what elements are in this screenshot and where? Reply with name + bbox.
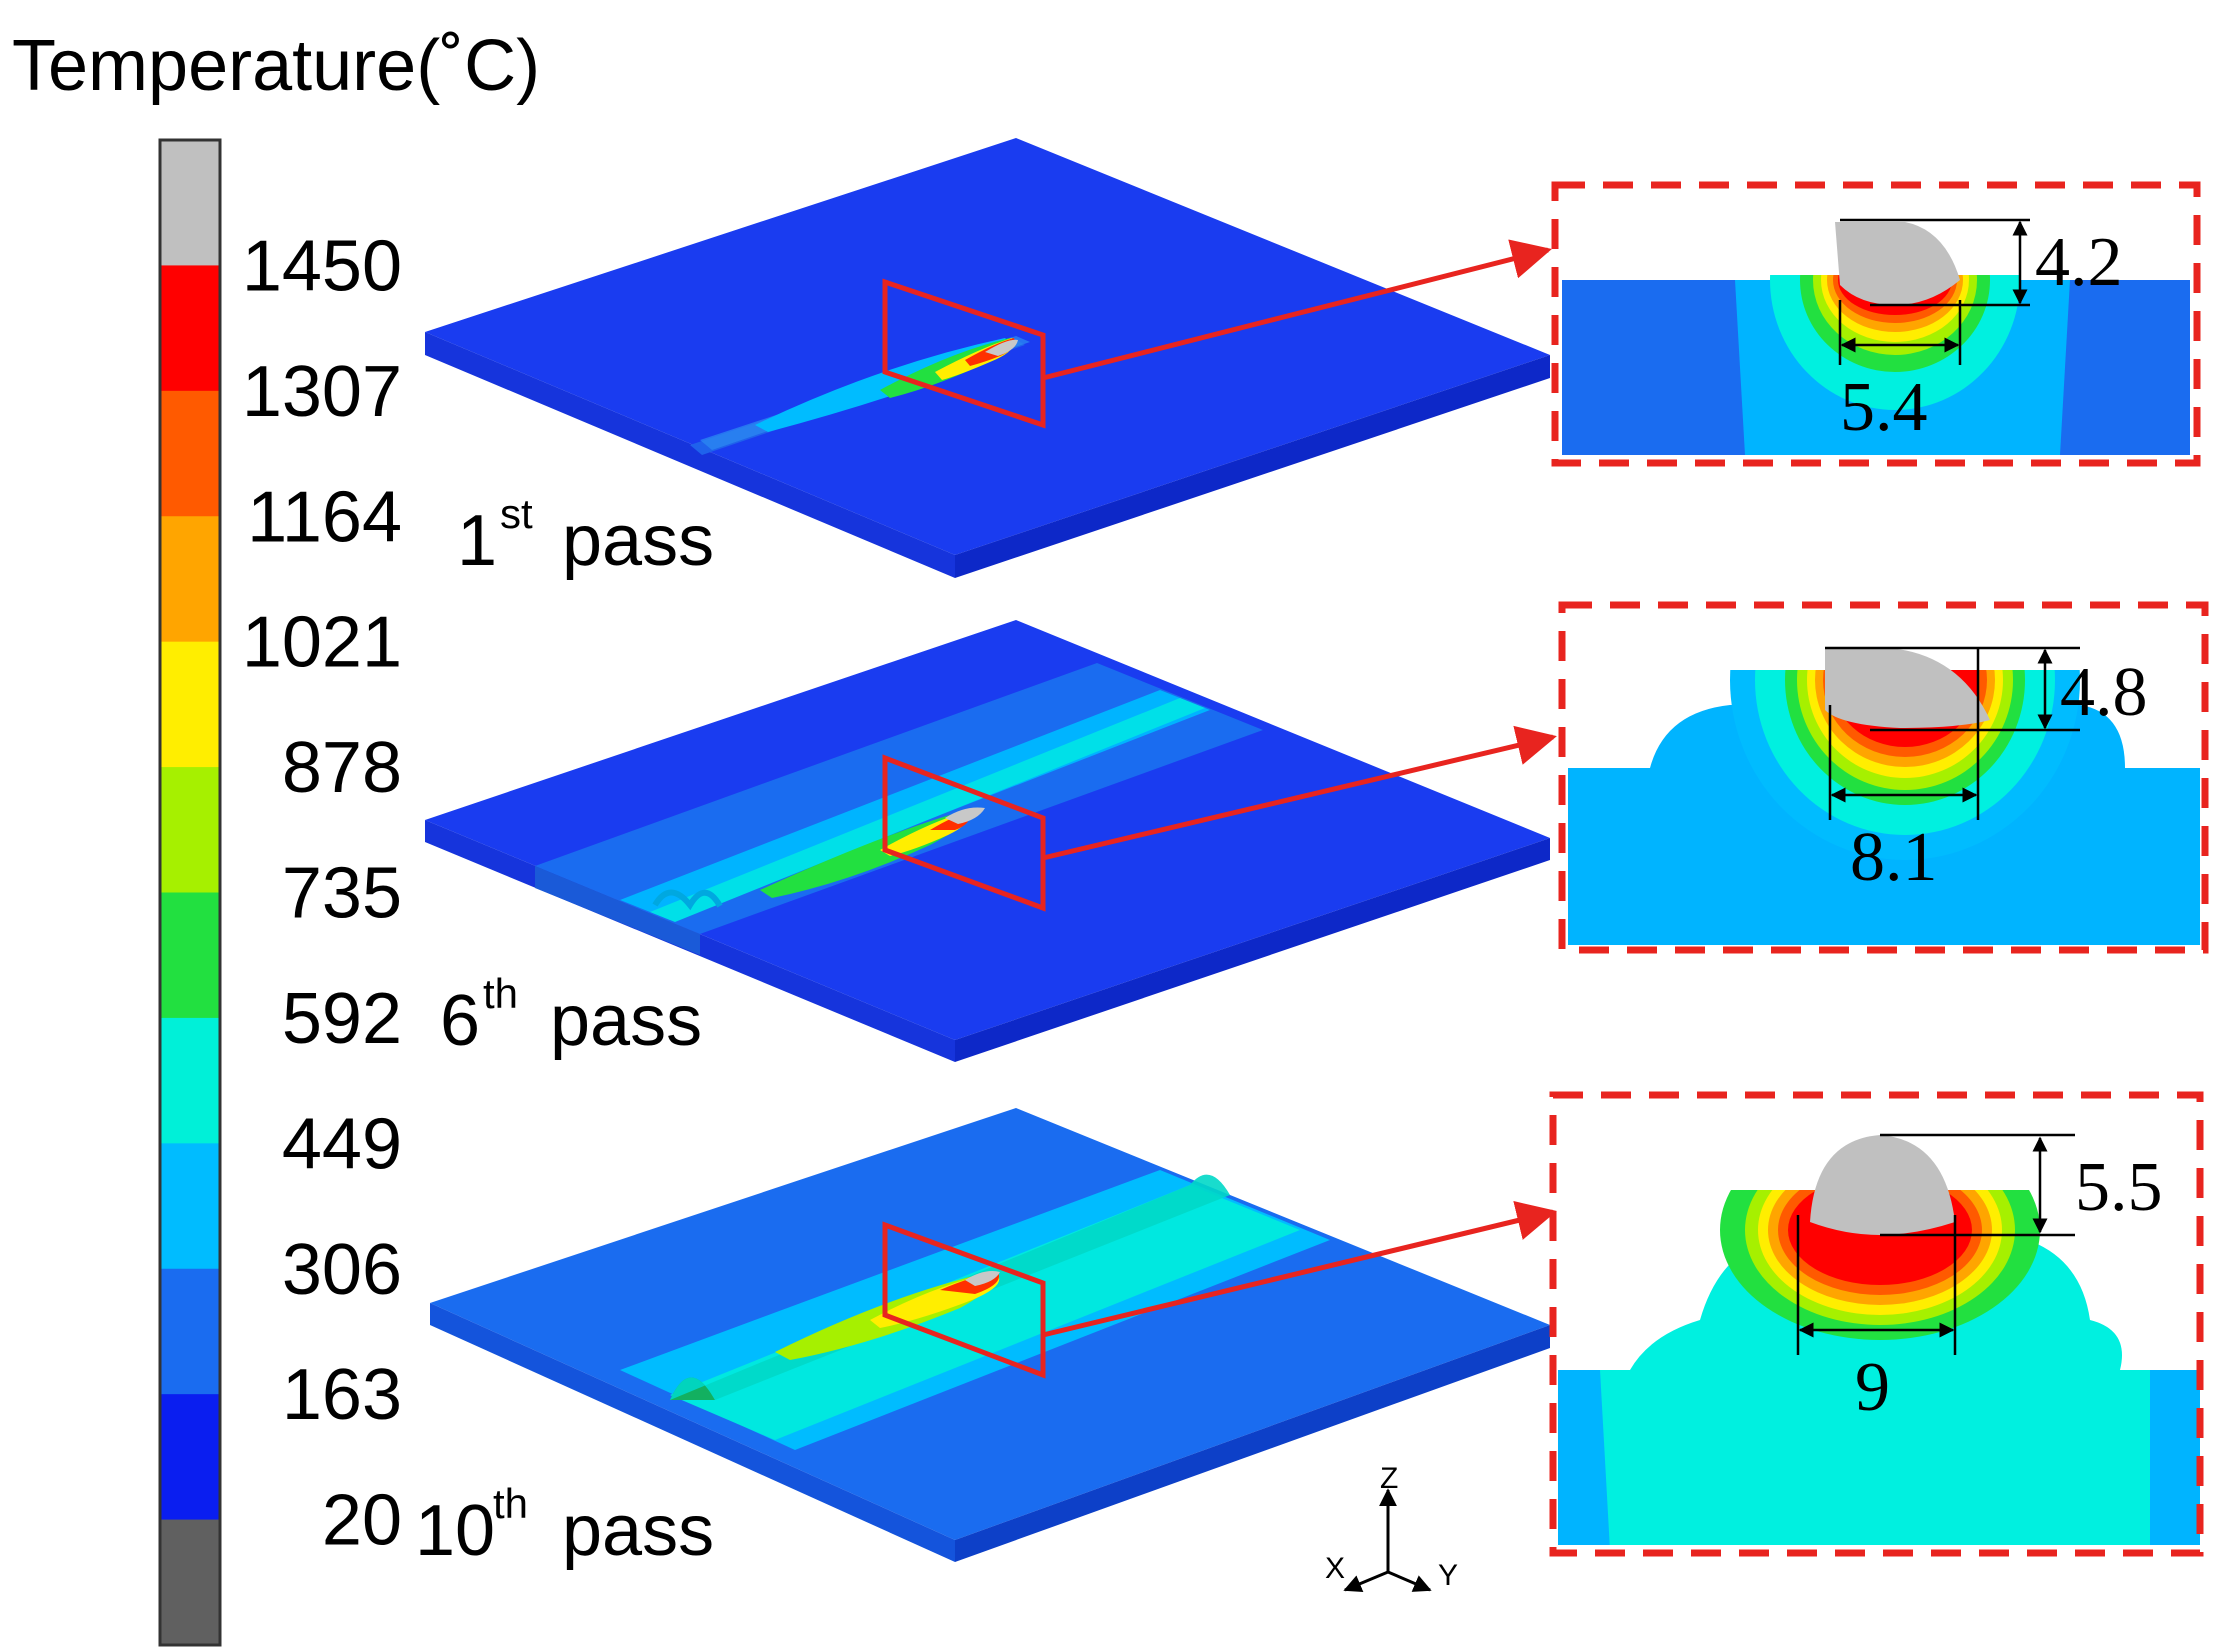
legend-tick-label: 20 [322, 1481, 402, 1561]
cross-section-inset-3: 5.5 9 [1549, 1091, 2204, 1557]
coordinate-axes-triad [1343, 1488, 1432, 1593]
legend-tick-label: 1164 [247, 477, 402, 557]
legend-color-segment [160, 390, 220, 517]
temperature-color-bar [158, 138, 222, 1647]
plate-pass-2 [425, 620, 1557, 1062]
legend-color-segment [160, 1017, 220, 1144]
legend-tick-label: 163 [282, 1355, 402, 1435]
cross-section-inset-1: 4.2 5.4 [1551, 181, 2201, 467]
legend-color-segment [160, 892, 220, 1019]
pass-1-word: pass [562, 501, 714, 581]
pass-1-number: 1 [457, 501, 497, 581]
temperature-tick-labels: 1450 1307 1164 1021 878 735 592 449 306 163 20 [242, 226, 402, 1560]
inset-1-depth: 4.2 [2035, 224, 2123, 301]
legend-color-segment [160, 1268, 220, 1395]
legend-color-segment [160, 516, 220, 643]
plate-pass-3 [430, 1108, 1557, 1562]
inset-2-depth: 4.8 [2060, 654, 2148, 731]
legend-color-segment [160, 641, 220, 768]
cross-section-inset-2: 4.8 8.1 [1558, 601, 2209, 954]
inset-1-width: 5.4 [1840, 369, 1928, 446]
pass-label-3: 10 th pass [415, 1480, 714, 1571]
pass-label-2: 6 th pass [440, 970, 702, 1061]
legend-tick-label: 1450 [242, 226, 402, 306]
legend-tick-label: 878 [282, 728, 402, 808]
pass-3-word: pass [562, 1491, 714, 1571]
inset-2-width: 8.1 [1850, 819, 1938, 896]
inset-3-depth: 5.5 [2075, 1149, 2163, 1226]
legend-color-segment [160, 265, 220, 392]
pass-2-number: 6 [440, 981, 480, 1061]
inset-3-width: 9 [1855, 1349, 1890, 1426]
axis-y-label: Y [1438, 1559, 1458, 1592]
legend-tick-label: 592 [282, 979, 402, 1059]
legend-tick-label: 1021 [242, 603, 402, 683]
legend-color-segment [160, 767, 220, 893]
legend-tick-label: 449 [282, 1104, 402, 1184]
legend-tick-label: 735 [282, 854, 402, 934]
pass-1-suffix: st [500, 490, 533, 537]
legend-color-segment [160, 1394, 220, 1521]
pass-label-1: 1 st pass [457, 490, 714, 581]
axis-x-label: X [1325, 1552, 1345, 1585]
pass-2-suffix: th [483, 970, 518, 1017]
legend-tick-label: 1307 [242, 352, 402, 432]
legend-color-segment [160, 140, 220, 266]
legend-bar-border [158, 138, 222, 1647]
legend-color-segment [160, 1143, 220, 1270]
legend-color-segment [160, 1519, 220, 1646]
pass-3-number: 10 [415, 1491, 495, 1571]
pass-2-word: pass [550, 981, 702, 1061]
pass-3-suffix: th [493, 1480, 528, 1527]
legend-tick-label: 306 [282, 1230, 402, 1310]
plate-pass-1 [425, 138, 1552, 578]
axis-z-label: Z [1380, 1462, 1398, 1495]
legend-title: Temperature(˚C) [12, 26, 540, 106]
